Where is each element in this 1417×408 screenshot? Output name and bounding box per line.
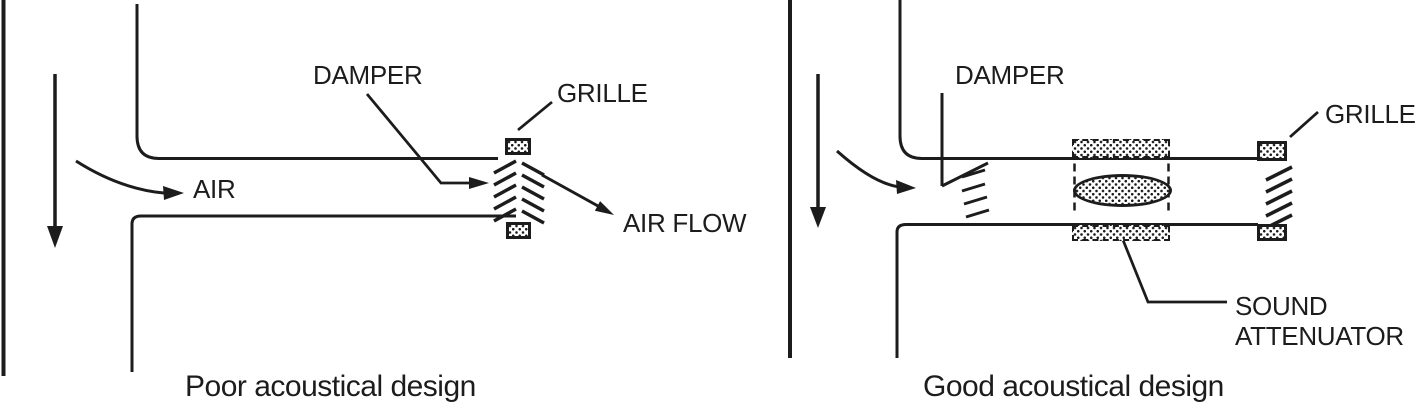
grille-leader-line-left <box>517 100 553 132</box>
sound-attenuator-label-line2: ATTENUATOR <box>1235 321 1404 351</box>
air-curved-arrow-left <box>75 159 184 200</box>
attenuator-block-bottom <box>1072 225 1170 241</box>
damper-leader-arrow-left <box>365 93 489 189</box>
damper-label-right: DAMPER <box>955 60 1065 90</box>
damper-blade <box>940 93 990 219</box>
down-arrow-icon-right <box>810 74 826 228</box>
air-curved-arrow-right <box>836 149 916 194</box>
grille-block-bottom-right <box>1257 224 1287 241</box>
air-label: AIR <box>193 174 236 204</box>
duct-bottom-wall-right <box>895 223 1258 358</box>
duct-top-wall-right <box>898 0 1258 160</box>
poor-design-linework <box>1 0 614 376</box>
grille-label-right: GRILLE <box>1325 99 1416 129</box>
sound-attenuator-label-line1: SOUND <box>1235 291 1328 321</box>
grille-block-top-left <box>505 138 531 155</box>
grille-louver-hatches <box>1265 165 1293 230</box>
duct-top-wall-left <box>135 4 498 160</box>
damper-label-left: DAMPER <box>313 60 423 90</box>
attenuator-block-top <box>1072 139 1170 158</box>
attenuator-baffle-ellipse <box>1073 174 1172 207</box>
grille-label-left: GRILLE <box>557 78 648 108</box>
attenuator-leader-line <box>1121 239 1227 304</box>
poor-design-caption: Poor acoustical design <box>185 370 476 403</box>
grille-leader-line-right <box>1289 110 1319 139</box>
grille-block-bottom-left <box>506 222 531 239</box>
air-flow-arrow <box>541 173 614 215</box>
good-design-caption: Good acoustical design <box>923 370 1224 403</box>
grille-block-top-right <box>1257 141 1287 161</box>
duct-bottom-wall-left <box>130 214 516 372</box>
attenuator-dashed-boundaries <box>1073 163 1170 213</box>
turbulence-chevrons <box>493 159 545 225</box>
air-flow-label: AIR FLOW <box>623 208 747 238</box>
down-arrow-icon-left <box>47 74 63 248</box>
